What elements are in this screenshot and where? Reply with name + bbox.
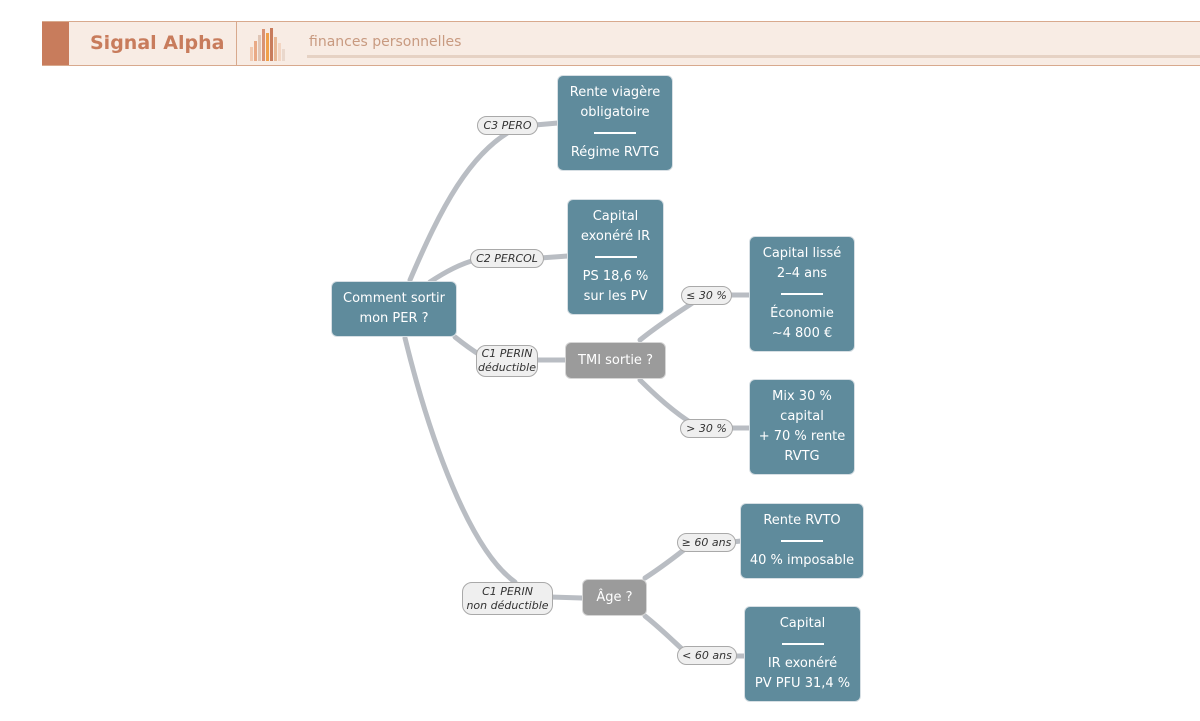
edge-label-c1-non-deductible: C1 PERIN non déductible xyxy=(462,582,553,615)
tmi-low-result-node[interactable]: Capital lissé 2–4 ans Économie ~4 800 € xyxy=(749,236,855,352)
c3-result-node[interactable]: Rente viagère obligatoire Régime RVTG xyxy=(557,75,673,171)
node-divider xyxy=(594,132,636,134)
edge-root-c3 xyxy=(407,124,521,283)
edge-label-tmi-low: ≤ 30 % xyxy=(681,286,732,305)
age-young-result-node[interactable]: Capital IR exonéré PV PFU 31,4 % xyxy=(744,606,861,702)
edge-label-c1-deductible: C1 PERIN déductible xyxy=(476,345,538,377)
edge-c2-result xyxy=(537,253,571,261)
tmi-high-result-node[interactable]: Mix 30 % capital + 70 % rente RVTG xyxy=(749,379,855,475)
edge-c3-result xyxy=(532,120,561,128)
header-divider xyxy=(236,22,237,65)
header-underline xyxy=(307,55,1200,58)
age-question-node[interactable]: Âge ? xyxy=(582,579,647,616)
edge-root-c2 xyxy=(427,257,478,285)
edge-label-age-young: < 60 ans xyxy=(677,646,737,665)
bar-chart-logo-icon xyxy=(250,28,285,61)
node-divider xyxy=(781,540,823,542)
tagline: finances personnelles xyxy=(309,34,462,50)
edge-label-c2: C2 PERCOL xyxy=(470,249,544,268)
c2-result-node[interactable]: Capital exonéré IR PS 18,6 % sur les PV xyxy=(567,199,664,315)
edge-c1nonded-age xyxy=(547,594,585,601)
age-old-result-node[interactable]: Rente RVTO 40 % imposable xyxy=(740,503,864,579)
node-divider xyxy=(781,293,823,295)
edge-label-c3: C3 PERO xyxy=(477,116,538,135)
edge-root-c1nonded xyxy=(402,335,518,585)
node-divider xyxy=(594,256,637,258)
header-accent-block xyxy=(42,22,69,65)
root-question-node[interactable]: Comment sortir mon PER ? xyxy=(331,281,457,337)
brand-name[interactable]: Signal Alpha xyxy=(90,32,225,54)
edge-label-tmi-high: > 30 % xyxy=(680,419,733,438)
edge-label-age-old: ≥ 60 ans xyxy=(677,533,736,552)
header-bar: Signal Alpha finances personnelles xyxy=(42,21,1200,66)
tmi-question-node[interactable]: TMI sortie ? xyxy=(565,342,666,379)
node-divider xyxy=(781,643,824,645)
